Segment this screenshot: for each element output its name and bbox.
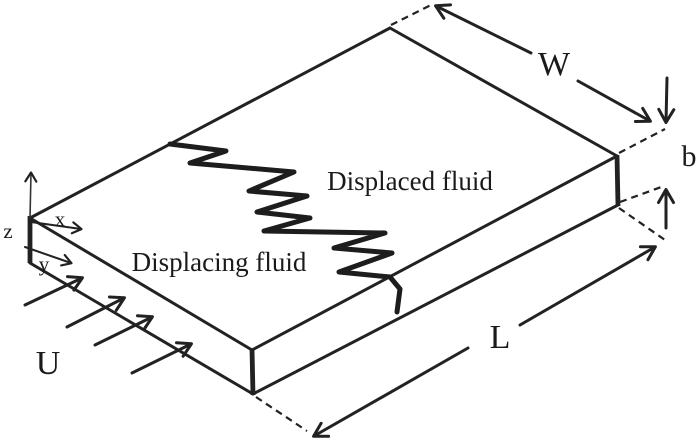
dashed-extensions (255, 4, 666, 432)
b-label: b (682, 140, 697, 173)
w-dimension-arrow-upper (434, 3, 533, 55)
inflow-arrow-4 (130, 341, 193, 375)
y-axis-arrow (24, 246, 73, 267)
z-axis-label: z (3, 219, 12, 243)
u-velocity-label: U (36, 345, 61, 382)
dashed-extension-east-bottom-up (619, 184, 665, 204)
w-dimension: W (434, 3, 652, 123)
x-axis-arrow (30, 221, 83, 235)
coordinate-axes: z x y (3, 171, 83, 276)
inlet-flow-arrows: U (23, 275, 193, 382)
slab-edge-top-northeast (388, 26, 619, 158)
l-dimension-arrow-lower (312, 346, 470, 438)
w-label: W (538, 46, 571, 83)
l-dimension-arrow-upper (518, 245, 657, 327)
l-label: L (490, 319, 511, 356)
dashed-extension-north-corner (390, 4, 432, 26)
z-axis-arrow (24, 171, 38, 219)
l-dimension: L (312, 245, 657, 438)
displacing-fluid-label: Displacing fluid (132, 247, 307, 277)
b-dimension: b (657, 76, 697, 230)
fluid-interface-squiggle (167, 141, 403, 315)
slab-edge-top-northwest (28, 26, 392, 220)
inflow-arrow-1 (23, 275, 84, 307)
dashed-extension-east-top-corner (618, 128, 666, 154)
dashed-extension-east-bottom-down (618, 207, 666, 241)
y-axis-label: y (39, 252, 50, 276)
displaced-fluid-label: Displaced fluid (327, 166, 493, 196)
slab-edge-top-southwest (28, 216, 254, 352)
slab-outline (27, 26, 621, 396)
dashed-extension-south-bottom-corner (255, 396, 308, 432)
slab-edge-bottom-southeast (251, 203, 620, 396)
x-axis-label: x (55, 207, 66, 231)
inflow-arrow-2 (65, 295, 126, 329)
slab-edge-top-southeast (250, 154, 619, 352)
slab-edge-vertical-south (249, 348, 256, 396)
b-dimension-arrow-down (657, 76, 676, 124)
slab-edge-vertical-east (614, 154, 621, 207)
inflow-arrow-3 (93, 314, 154, 347)
w-dimension-arrow-lower (576, 79, 652, 123)
